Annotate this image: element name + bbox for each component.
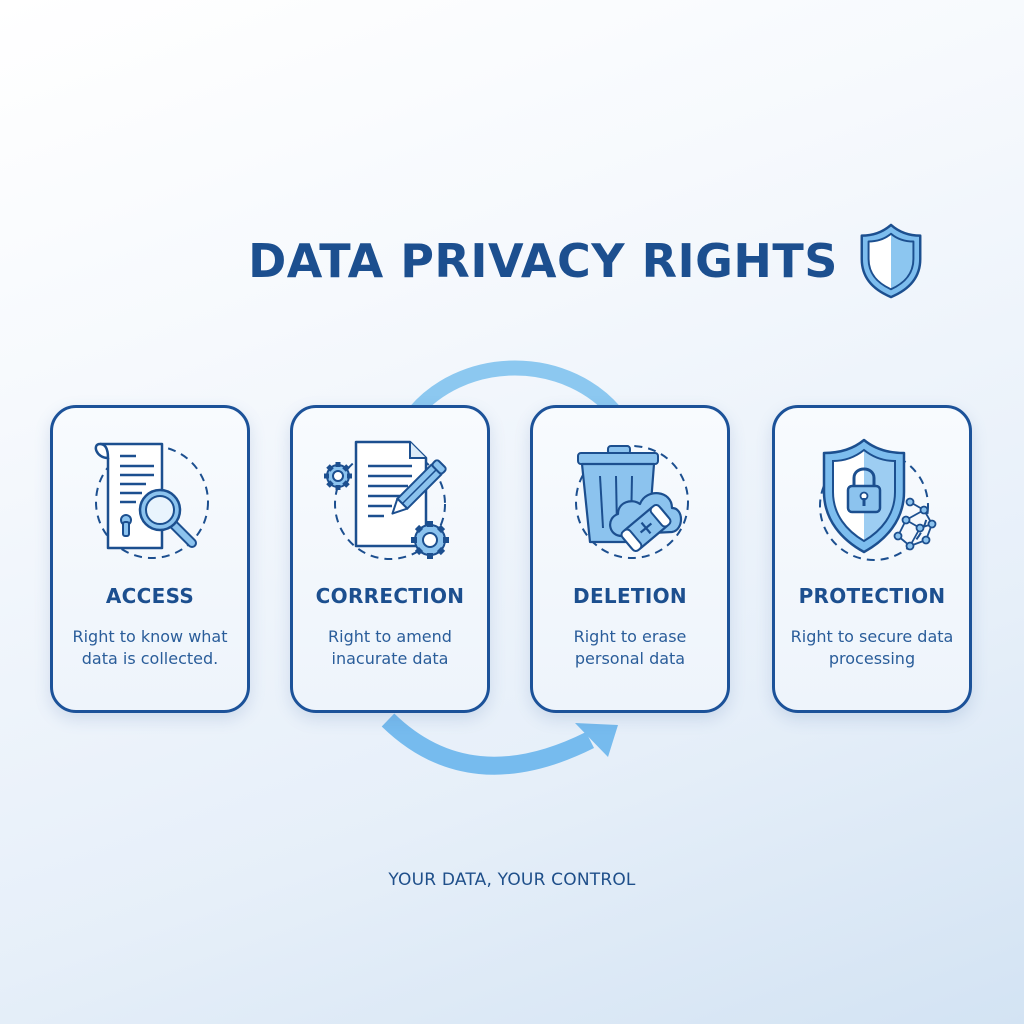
card-description: Right to know what data is collected. [72,627,228,668]
card-description: Right to amend inacurate data [328,627,452,668]
card-title: DELETION [573,584,687,608]
document-pencil-gears-icon [324,440,449,560]
card-protection: PROTECTION Right to secure data processi… [772,405,972,713]
card-title: ACCESS [105,584,195,608]
header: DATA PRIVACY RIGHTS [0,222,1024,300]
page-title: DATA PRIVACY RIGHTS [248,234,838,288]
footer-tagline: YOUR DATA, YOUR CONTROL [388,870,636,890]
card-description: Right to secure data processing [790,627,954,668]
card-description: Right to erase personal data [573,627,687,668]
card-correction: CORRECTION Right to amend inacurate data [290,405,490,713]
card-title: CORRECTION [315,584,465,608]
document-magnifier-icon [94,442,209,559]
card-title: PROTECTION [798,584,946,608]
card-deletion: DELETION Right to erase personal data [530,405,730,713]
card-access: ACCESS Right to know what data is collec… [50,405,250,713]
shield-icon [860,223,922,299]
trash-cloud-eraser-icon [575,445,689,559]
shield-lock-network-icon [819,438,937,561]
